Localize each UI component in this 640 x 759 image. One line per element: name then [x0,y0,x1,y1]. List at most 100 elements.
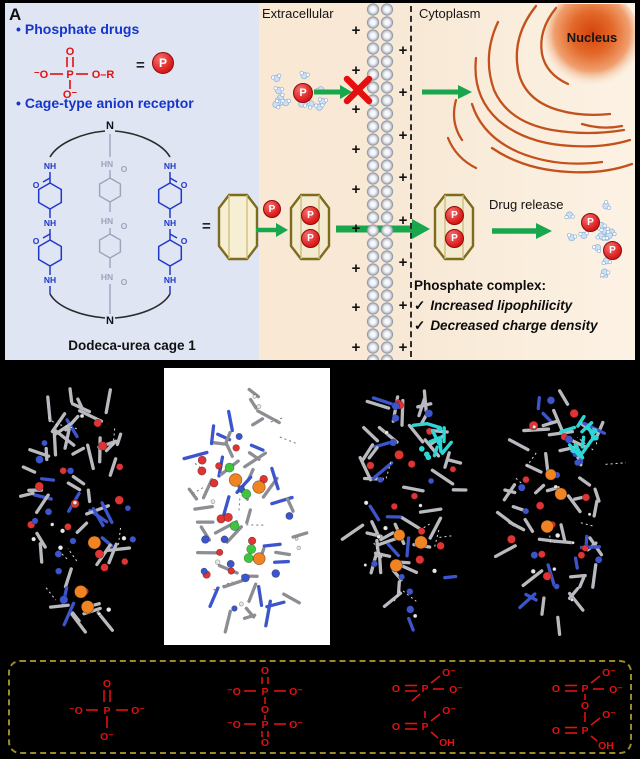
bond-stick [100,501,114,525]
hydrogen-atom [252,394,257,399]
atom-label: P [261,719,268,731]
bond-stick [21,465,37,474]
hydrogen-atom [215,559,221,565]
water-molecule [299,71,310,80]
phosphorus-atom [228,473,243,487]
atom-label: P [66,69,73,81]
oxygen-atom [34,481,44,491]
ligand-stick [428,436,442,444]
hydrogen-atom [552,566,557,572]
bond-stick [407,616,415,632]
atom-label: O⁻ [63,89,78,100]
atom-label: ⁻O [227,686,241,698]
nitrogen-atom [241,573,250,583]
hydrogen-atom [383,525,388,531]
hydrogen-bond [393,590,401,602]
nitrogen-atom [285,512,294,520]
hydrogen-atom [432,568,438,574]
hydrogen-atom [106,607,112,613]
bond-stick [559,523,567,544]
bond-stick [222,579,244,589]
nitrogen-atom [517,483,526,492]
bond-stick [507,520,526,532]
bullet-cage-label: Cage-type anion receptor [24,95,194,111]
membrane-charges-right: ++++++++ [396,42,410,356]
bond-stick [224,430,232,445]
arrow-drug-release [492,223,552,239]
bond-stick [91,507,105,528]
p-letter: P [307,233,314,244]
membrane-charge-plus: + [351,61,361,79]
bond-stick [523,517,535,534]
nitrogen-atom [564,435,574,444]
water-atom [606,229,611,235]
atom-label: ⁻O [69,705,83,717]
water-molecule [280,98,291,107]
oxygen-atom [577,551,586,559]
bond-stick [225,525,243,544]
encapsulated-phosphate-badge: P [301,229,320,248]
atom-label: O [121,277,128,287]
p-letter: P [451,210,458,221]
crystal-structure-1 [18,387,137,634]
atom-label: O⁻ [602,667,616,679]
water-atom [317,97,322,102]
oxygen-atom [569,408,579,419]
water-atom [280,92,285,97]
hydrogen-bond [591,425,598,445]
oxygen-atom [366,461,375,470]
chloride-atom [229,521,240,531]
bond-stick [247,582,258,603]
bond-stick [262,542,282,548]
atom-label: O [33,180,40,190]
nitrogen-atom [44,508,53,516]
complex-point-1-text: Increased lipophilicity [430,298,573,313]
bond-stick [428,516,443,540]
bond-stick [224,442,234,458]
bond-stick [85,443,95,471]
atom-label: O [552,683,560,695]
atom-label: N [106,315,114,327]
chloride-atom [224,462,235,473]
bond-stick [65,418,79,439]
atom-label: O [261,737,269,748]
arrow-head [458,85,472,99]
atom-label: O [392,683,400,695]
cage-linkers [49,130,171,319]
bond-stick [86,488,92,504]
water-atom [303,103,308,108]
atom-label: P [421,721,428,733]
arrow-encapsulation [256,223,288,237]
hydrogen-bond [434,528,440,547]
ligand-atom [436,425,443,432]
bond-stick [66,481,82,492]
bond-stick [115,432,123,447]
water-molecule [602,200,611,210]
oxygen-atom [197,466,207,476]
bond-stick [193,505,214,511]
bond-stick [365,399,391,410]
bond-stick [249,443,265,452]
nitrogen-atom [235,432,243,441]
water-atom [600,272,605,278]
guest-structure-phosphodiester: O P O⁻ O⁻ O O P O⁻ OH [552,667,623,750]
nitrogen-atom [391,414,400,423]
bond-stick [245,508,253,525]
atom-label: P [421,683,428,695]
bond-stick [62,601,76,627]
arrow-head [412,219,430,239]
atom-label: O–R [92,69,115,81]
nitrogen-atom [59,595,69,605]
hydrogen-atom [79,413,85,419]
ligand-stick [559,425,577,434]
oxygen-atom [415,555,425,565]
bond-stick [407,423,425,444]
cage-facets [228,195,248,259]
membrane-charge-plus: + [351,180,361,198]
er-membranes [446,4,634,174]
crystal-structure-4 [493,389,627,636]
p-letter: P [299,87,307,99]
crystal-structure-3 [340,389,468,632]
nitrogen-atom [389,438,398,447]
